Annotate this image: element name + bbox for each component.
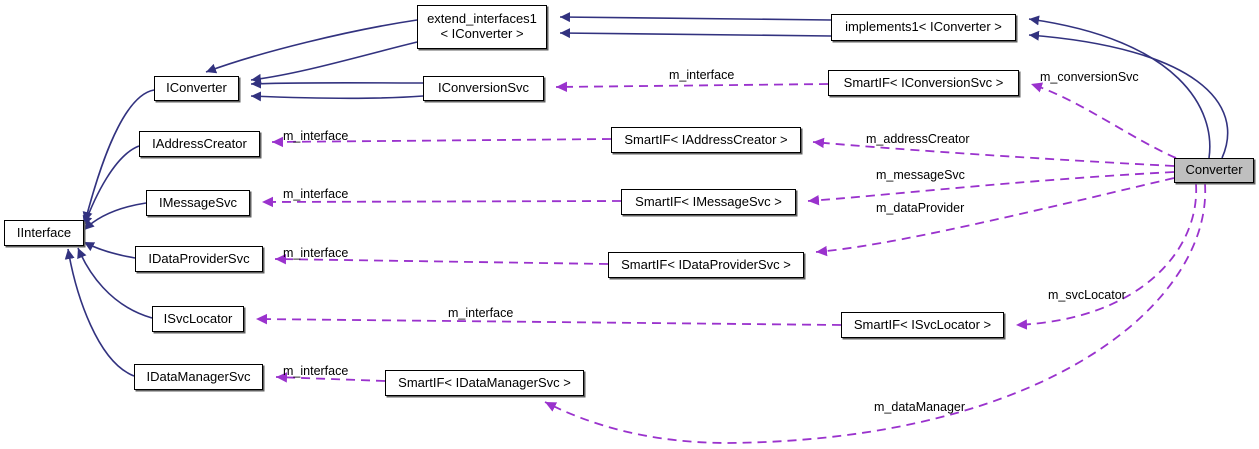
edge-converter-to-smartif-idataprovidersvc <box>815 177 1175 257</box>
edge-label-m-messagesvc: m_messageSvc <box>876 168 965 182</box>
usage-edges <box>255 81 1206 444</box>
edge-converter-to-smartif-iaddresscreator <box>812 137 1175 167</box>
edge-label-m-conversionsvc: m_conversionSvc <box>1040 70 1139 84</box>
edge-isvclocator-to-iinterface <box>77 247 153 319</box>
node-smartif-iaddresscreator[interactable]: SmartIF< IAddressCreator > <box>611 127 801 153</box>
edge-converter-to-implements1-2 <box>1028 30 1229 159</box>
node-iconversionsvc-label: IConversionSvc <box>437 80 530 96</box>
edge-iaddresscreator-to-iinterface <box>82 145 140 227</box>
edge-converter-to-implements1 <box>1028 15 1211 159</box>
node-idatamanagersvc[interactable]: IDataManagerSvc <box>134 364 263 390</box>
edge-imessagesvc-to-iinterface <box>83 202 147 231</box>
edge-label-m-interface-messagesvc: m_interface <box>283 187 349 201</box>
edge-implements1-to-extendinterfaces1 <box>559 12 832 23</box>
node-extend-interfaces1-label: extend_interfaces1 <box>427 11 537 27</box>
node-iinterface-label: IInterface <box>16 224 72 240</box>
edge-label-m-svclocator: m_svcLocator <box>1048 288 1126 302</box>
node-smartif-isvclocator[interactable]: SmartIF< ISvcLocator > <box>841 312 1004 338</box>
edge-label-m-addresscreator: m_addressCreator <box>866 132 970 146</box>
node-converter-label: Converter <box>1185 162 1243 178</box>
node-iconverter-label: IConverter <box>166 80 227 96</box>
node-imessagesvc[interactable]: IMessageSvc <box>146 190 250 216</box>
edge-converter-to-smartif-iconversionsvc <box>1030 82 1177 159</box>
edge-label-m-interface-datamanagersvc: m_interface <box>283 364 349 378</box>
edge-iconverter-to-iinterface <box>82 89 155 223</box>
edge-extendinterfaces1-to-iconverter-2 <box>250 41 418 84</box>
node-smartif-iconversionsvc[interactable]: SmartIF< IConversionSvc > <box>828 70 1019 96</box>
node-imessagesvc-label: IMessageSvc <box>158 194 238 210</box>
node-smartif-iconversionsvc-label: SmartIF< IConversionSvc > <box>843 74 1004 90</box>
edge-iconversionsvc-to-iconverter <box>250 78 424 89</box>
edge-label-m-dataprovider: m_dataProvider <box>876 201 965 215</box>
edge-label-m-interface-dataprovidersvc: m_interface <box>283 246 349 260</box>
edge-smartif-idataprovidersvc-to-idataprovidersvc <box>274 253 609 265</box>
node-smartif-idatamanagersvc[interactable]: SmartIF< IDataManagerSvc > <box>385 370 584 396</box>
node-iconversionsvc[interactable]: IConversionSvc <box>423 76 544 101</box>
edge-label-m-interface-conversionsvc: m_interface <box>669 68 735 82</box>
node-iaddresscreator[interactable]: IAddressCreator <box>139 131 260 157</box>
node-smartif-idatamanagersvc-label: SmartIF< IDataManagerSvc > <box>398 374 571 390</box>
node-smartif-imessagesvc-label: SmartIF< IMessageSvc > <box>635 193 782 209</box>
node-extend-interfaces1-label2: < IConverter > <box>440 26 524 41</box>
node-extend-interfaces1[interactable]: extend_interfaces1 < IConverter > <box>417 5 547 49</box>
edge-idatamanagersvc-to-iinterface <box>64 248 135 377</box>
node-iaddresscreator-label: IAddressCreator <box>152 135 247 151</box>
edge-label-m-interface-addresscreator: m_interface <box>283 129 349 143</box>
node-idatamanagersvc-label: IDataManagerSvc <box>146 368 251 384</box>
node-smartif-imessagesvc[interactable]: SmartIF< IMessageSvc > <box>621 189 796 215</box>
edge-smartif-iconversionsvc-to-iconversionsvc <box>555 81 829 93</box>
edge-iconversionsvc-to-iconverter-2 <box>250 91 424 102</box>
edge-smartif-idatamanagersvc-to-idatamanagersvc <box>275 372 386 383</box>
node-smartif-idataprovidersvc-label: SmartIF< IDataProviderSvc > <box>621 256 791 272</box>
edge-label-m-datamanager: m_dataManager <box>874 400 966 414</box>
node-smartif-isvclocator-label: SmartIF< ISvcLocator > <box>853 316 992 332</box>
edge-converter-to-smartif-isvclocator <box>1015 183 1197 330</box>
edge-converter-to-smartif-idatamanagersvc <box>544 183 1206 444</box>
node-smartif-idataprovidersvc[interactable]: SmartIF< IDataProviderSvc > <box>608 252 804 278</box>
node-idataprovidersvc-label: IDataProviderSvc <box>148 250 250 266</box>
edge-smartif-isvclocator-to-isvclocator <box>255 313 842 326</box>
node-iinterface[interactable]: IInterface <box>4 220 84 246</box>
inheritance-edges <box>64 12 1229 377</box>
edge-extendinterfaces1-to-iconverter <box>205 19 418 74</box>
edge-smartif-imessagesvc-to-imessagesvc <box>261 196 622 208</box>
edge-idataprovidersvc-to-iinterface <box>83 241 136 259</box>
node-iconverter[interactable]: IConverter <box>154 76 239 101</box>
edge-smartif-iaddresscreator-to-iaddresscreator <box>271 136 612 148</box>
node-implements1[interactable]: implements1< IConverter > <box>831 14 1016 41</box>
edge-implements1-to-extendinterfaces1-2 <box>559 28 832 39</box>
node-implements1-label: implements1< IConverter > <box>845 19 1002 35</box>
edge-converter-to-smartif-imessagesvc <box>807 171 1175 206</box>
edge-label-m-interface-svclocator: m_interface <box>448 306 514 320</box>
node-converter[interactable]: Converter <box>1174 158 1254 183</box>
node-smartif-iaddresscreator-label: SmartIF< IAddressCreator > <box>624 131 788 147</box>
node-idataprovidersvc[interactable]: IDataProviderSvc <box>135 246 263 272</box>
node-isvclocator-label: ISvcLocator <box>163 310 233 326</box>
node-isvclocator[interactable]: ISvcLocator <box>152 306 244 332</box>
